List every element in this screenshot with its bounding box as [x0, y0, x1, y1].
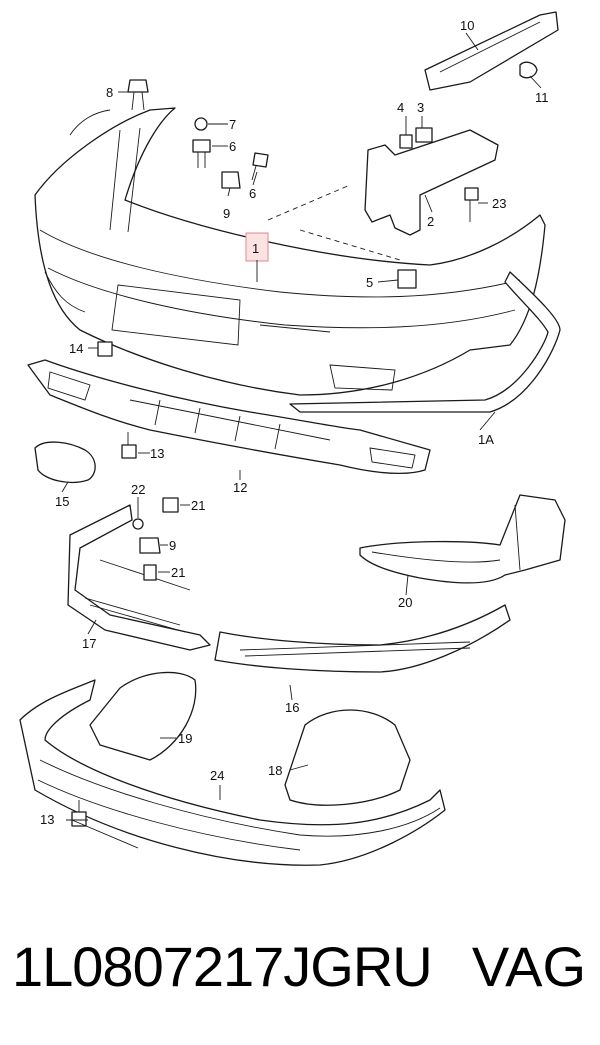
washer-4: [399, 134, 413, 149]
callout-1: 1: [252, 241, 259, 256]
bumper-exploded-diagram: 1 1A 2 3 4 5 6 6 7 8 9 9 10 11 12 13 13 …: [19, 11, 566, 866]
screw-21a: [162, 497, 179, 513]
clip-8: [127, 79, 149, 111]
screw-11: [519, 61, 538, 79]
fog-cover-part: [34, 441, 96, 484]
callout-9a: 9: [223, 206, 230, 221]
seal-strip-part: [289, 271, 561, 413]
callout-2: 2: [427, 214, 434, 229]
callout-13b: 13: [40, 812, 54, 827]
callout-15: 15: [55, 494, 69, 509]
callout-23: 23: [492, 196, 506, 211]
callout-6a: 6: [229, 139, 236, 154]
callout-3: 3: [417, 100, 424, 115]
callout-20: 20: [398, 595, 412, 610]
guide-rail-part: [424, 11, 559, 91]
part-number: 1L0807217JGRU: [12, 935, 433, 998]
callout-22: 22: [131, 482, 145, 497]
screw-6b: [251, 152, 269, 181]
callout-9b: 9: [169, 538, 176, 553]
callout-12: 12: [233, 480, 247, 495]
bolt-23: [464, 187, 479, 201]
undertray-part: [19, 679, 446, 866]
callout-13a: 13: [150, 446, 164, 461]
callout-10: 10: [460, 18, 474, 33]
screw-21b: [143, 564, 157, 581]
screw-6a: [192, 139, 211, 168]
spring-clip-5: [397, 269, 417, 289]
callout-5: 5: [366, 275, 373, 290]
spoiler-right-part: [214, 604, 511, 673]
callout-21b: 21: [171, 565, 185, 580]
footer: 1L0807217JGRU VAG: [0, 920, 600, 1030]
callout-8: 8: [106, 85, 113, 100]
callout-4: 4: [397, 100, 404, 115]
washer-22: [132, 518, 144, 530]
callout-24: 24: [210, 768, 224, 783]
callout-18: 18: [268, 763, 282, 778]
callout-14: 14: [69, 341, 83, 356]
callout-21a: 21: [191, 498, 205, 513]
wheel-housing-18-part: [284, 709, 411, 806]
callout-17: 17: [82, 636, 96, 651]
callout-7: 7: [229, 117, 236, 132]
callout-6b: 6: [249, 186, 256, 201]
bracket-part: [364, 129, 499, 236]
callout-16: 16: [285, 700, 299, 715]
screw-13a: [121, 432, 137, 459]
washer-7: [194, 117, 208, 131]
callout-1a: 1A: [478, 432, 494, 447]
bumper-cover-part: [34, 107, 546, 396]
brand-label: VAG: [471, 935, 586, 998]
air-duct-part: [359, 494, 566, 584]
clip-9b: [139, 537, 161, 554]
callout-19: 19: [178, 731, 192, 746]
clip-nut-9: [221, 171, 241, 189]
lower-grille-part: [27, 359, 431, 475]
nut-14: [97, 341, 113, 357]
callout-11: 11: [535, 90, 549, 105]
nut-3: [415, 127, 433, 143]
duct-cover-19-part: [89, 671, 197, 761]
